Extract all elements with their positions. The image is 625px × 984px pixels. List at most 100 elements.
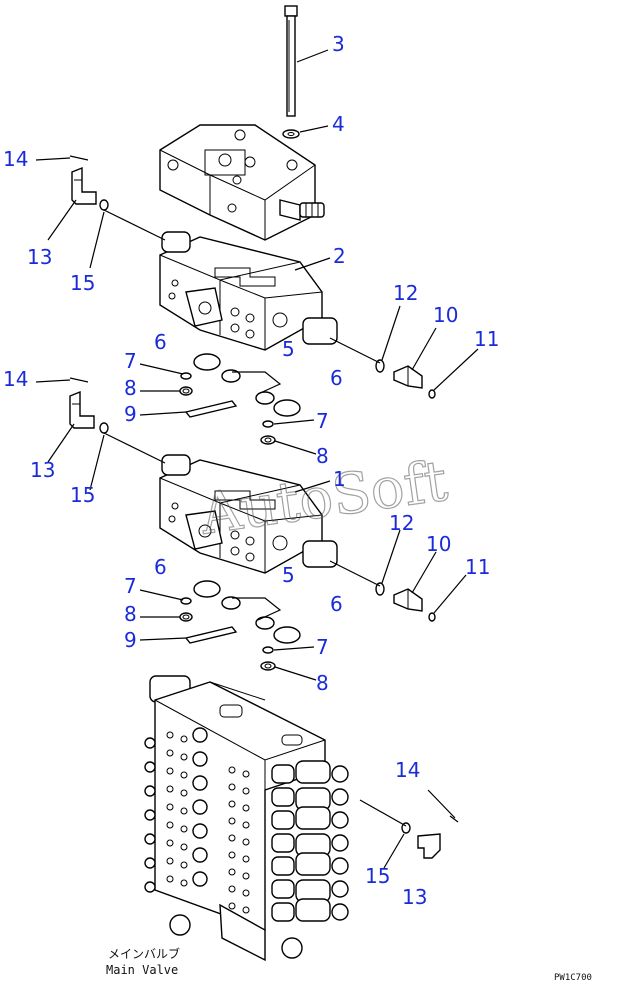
callout-4: 4: [332, 112, 345, 136]
pin-upper: [69, 155, 89, 161]
callout-6: 6: [154, 555, 167, 579]
callout-10: 10: [433, 303, 458, 327]
gasket-set-upper: [179, 353, 301, 445]
callout-14: 14: [3, 367, 28, 391]
spool-nut: [331, 765, 349, 783]
main-valve-label-jp: メインバルブ: [108, 946, 180, 961]
port-hole: [228, 817, 236, 825]
figure-code: PW1C700: [554, 973, 592, 983]
spool-nut: [331, 811, 349, 829]
side-cap: [144, 833, 156, 845]
port-hole: [228, 800, 236, 808]
port-hole: [166, 839, 174, 847]
port-hole: [242, 889, 250, 897]
main-valve-port-grid: [166, 731, 250, 914]
port-hole: [180, 861, 188, 869]
assembly-lines: [103, 209, 407, 827]
top-cover-block: [159, 124, 325, 241]
o-ring-11-upper: [428, 389, 436, 399]
elbow-fitting-middle: [69, 390, 95, 429]
callout-1: 1: [333, 467, 346, 491]
callout-numbers: 3 4 14 13 15 2 12 10 11 6 7 5 8 9 6 7 8 …: [3, 32, 499, 909]
port-hole: [242, 855, 250, 863]
port-hole: [242, 770, 250, 778]
port-hole: [228, 902, 236, 910]
port-hole: [166, 731, 174, 739]
port-hole: [228, 868, 236, 876]
washer-part: [282, 129, 300, 139]
callout-7: 7: [124, 574, 137, 598]
port-hole: [180, 789, 188, 797]
spool-nut: [331, 880, 349, 898]
spool-cap: [271, 833, 295, 853]
elbow-fitting-upper: [71, 166, 97, 205]
callout-13: 13: [402, 885, 427, 909]
callout-8: 8: [316, 444, 329, 468]
spool-cap: [271, 879, 295, 899]
port-hole: [166, 875, 174, 883]
elbow-fitting-lower: [417, 833, 441, 859]
side-cap: [144, 857, 156, 869]
side-cap: [144, 881, 156, 893]
port-hole: [242, 821, 250, 829]
port-hole: [166, 785, 174, 793]
port-hole: [242, 787, 250, 795]
spool-end: [295, 852, 331, 876]
side-cap: [144, 761, 156, 773]
callout-6: 6: [154, 330, 167, 354]
side-cap: [192, 823, 208, 839]
side-cap: [192, 775, 208, 791]
callout-14: 14: [395, 758, 420, 782]
callout-2: 2: [333, 244, 346, 268]
callout-12: 12: [389, 511, 414, 535]
pin-middle: [69, 377, 89, 383]
side-cap: [192, 727, 208, 743]
spool-cap: [271, 902, 295, 922]
main-valve: [144, 675, 349, 962]
spool-nut: [331, 834, 349, 852]
pin-lower: [449, 815, 459, 823]
port-hole: [228, 766, 236, 774]
callout-12: 12: [393, 281, 418, 305]
port-hole: [242, 872, 250, 880]
callout-9: 9: [124, 402, 137, 426]
valve-block-2: [159, 231, 338, 351]
callout-13: 13: [27, 245, 52, 269]
side-cap: [192, 847, 208, 863]
port-hole: [180, 771, 188, 779]
side-cap: [192, 799, 208, 815]
spool-cap: [271, 787, 295, 807]
bolt-part: [284, 5, 298, 117]
spool-cap: [271, 764, 295, 784]
callout-7: 7: [316, 635, 329, 659]
spool-cap: [271, 810, 295, 830]
port-hole: [228, 834, 236, 842]
spool-cap: [271, 856, 295, 876]
callout-13: 13: [30, 458, 55, 482]
port-hole: [228, 783, 236, 791]
o-ring-12-lower: [375, 582, 385, 596]
callout-6: 6: [330, 366, 343, 390]
port-hole: [180, 735, 188, 743]
callout-8: 8: [316, 671, 329, 695]
main-valve-side-caps: [144, 727, 208, 893]
port-hole: [228, 851, 236, 859]
callout-14: 14: [3, 147, 28, 171]
callout-9: 9: [124, 628, 137, 652]
leader-lines: [35, 49, 479, 869]
o-ring-15-middle: [99, 422, 109, 434]
main-valve-spools: [271, 760, 349, 922]
port-hole: [166, 749, 174, 757]
spool-nut: [331, 788, 349, 806]
plug-10-lower: [393, 588, 423, 612]
spool-end: [295, 806, 331, 830]
callout-3: 3: [332, 32, 345, 56]
callout-8: 8: [124, 376, 137, 400]
port-hole: [180, 753, 188, 761]
spool-end: [295, 760, 331, 784]
port-hole: [242, 804, 250, 812]
callout-15: 15: [70, 483, 95, 507]
port-hole: [180, 807, 188, 815]
o-ring-11-lower: [428, 612, 436, 622]
